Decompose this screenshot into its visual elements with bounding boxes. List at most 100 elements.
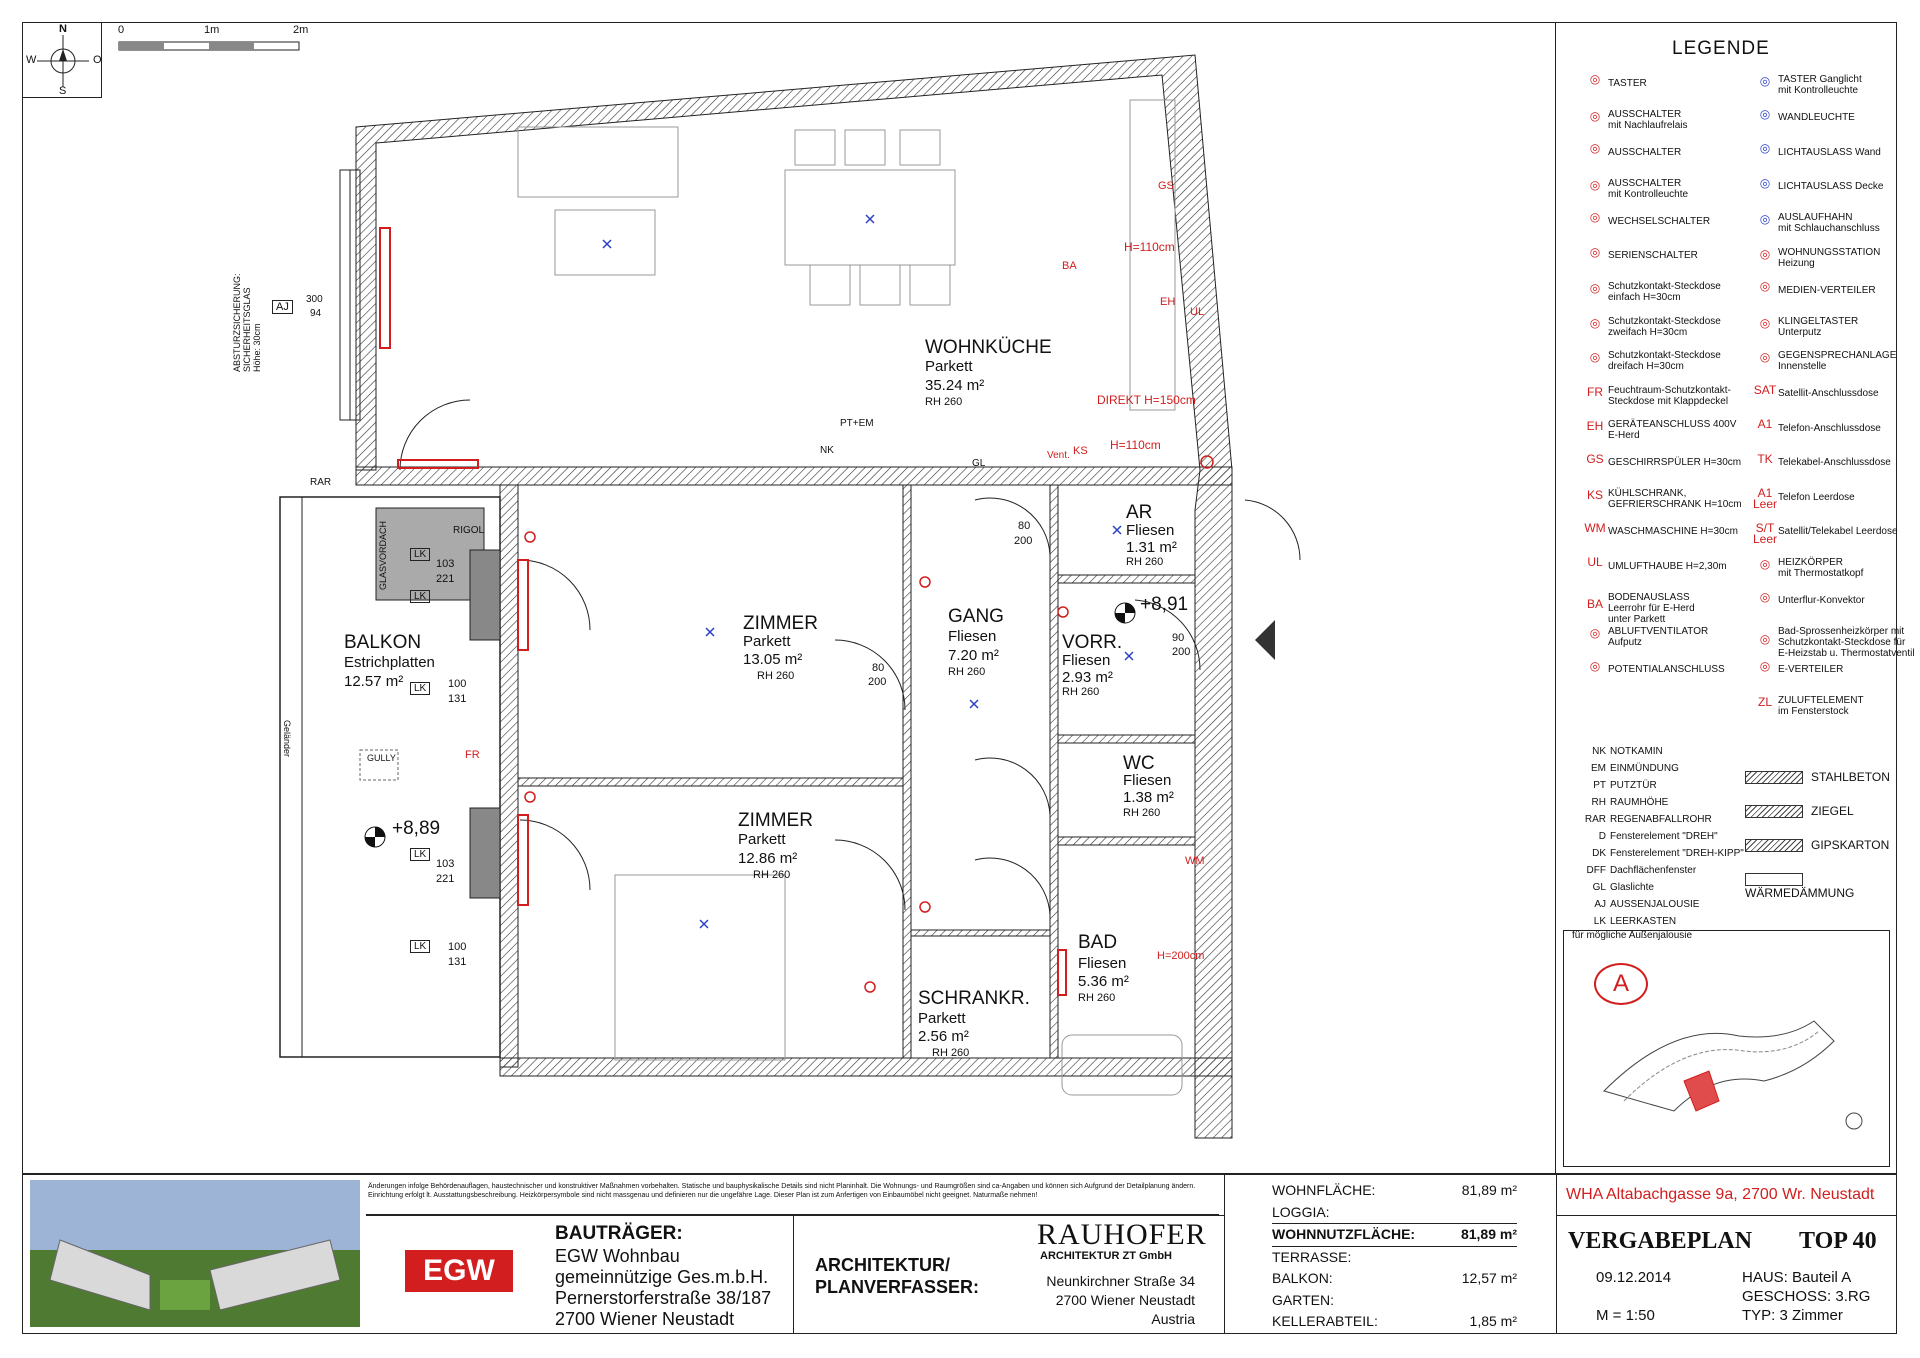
lichtauslass-wand-icon: ◎	[1759, 141, 1771, 155]
wall-ar-bottom	[1057, 574, 1196, 584]
legend-item-label: Bad-Sprossenheizkörper mit Schutzkontakt…	[1778, 626, 1915, 659]
legend-item: ◎ LICHTAUSLASS Wand	[1752, 141, 1881, 161]
wall-schrank-top	[910, 929, 1051, 937]
legend-item: ◎SERIENSCHALTER	[1582, 246, 1698, 265]
bathtub	[1061, 1034, 1183, 1096]
wm-icon: WM	[1584, 520, 1606, 535]
architect-address-line: 2700 Wiener Neustadt	[1055, 1292, 1195, 1308]
room-gang-rh: RH 260	[948, 666, 986, 678]
plan-frame	[22, 22, 1556, 1174]
material-item: ZIEGEL	[1745, 804, 1854, 819]
door-h-2: 221	[436, 873, 455, 885]
legend-item: ◎MEDIEN-VERTEILER	[1752, 280, 1876, 299]
abbreviation-value: Fensterelement "DREH-KIPP"	[1610, 848, 1744, 859]
room-balkon-floor: Estrichplatten	[344, 654, 435, 671]
ausschalter-kontroll-icon: ◎	[1589, 177, 1601, 192]
legend-item-label: Telefon-Anschlussdose	[1778, 422, 1881, 434]
absturz-label: ABSTURZSICHERUNG: SICHERHEITSGLAS Höhe: …	[232, 273, 262, 372]
abbreviation-key: RH	[1591, 797, 1606, 808]
scale-tick-1: 1m	[204, 24, 220, 36]
room-bad-rh: RH 260	[1078, 992, 1116, 1004]
wall-zimmer-divider	[517, 777, 904, 787]
room-ar-name: AR	[1126, 502, 1153, 523]
area-label: GARTEN:	[1272, 1291, 1334, 1308]
abbreviation-key: AJ	[1594, 899, 1606, 910]
keyplan-label: A	[1594, 963, 1648, 1005]
area-row: WOHNNUTZFLÄCHE:81,89 m²	[1272, 1223, 1517, 1247]
wall-south	[499, 1057, 1233, 1077]
ba-icon: BA	[1586, 597, 1603, 611]
lk-box-3: LK	[410, 682, 431, 695]
abluft-icon: ◎	[1589, 626, 1601, 640]
material-label: WÄRMEDÄMMUNG	[1745, 886, 1855, 901]
legend-item-label: Schutzkontakt-Steckdose zweifach H=30cm	[1608, 315, 1721, 338]
legend-item-label: LICHTAUSLASS Decke	[1778, 181, 1884, 192]
abbreviation-key: EM	[1591, 763, 1606, 774]
lk-box-2: LK	[410, 590, 431, 603]
area-row: KELLERABTEIL:1,85 m²	[1272, 1311, 1517, 1333]
abbreviation-key: DK	[1592, 848, 1606, 859]
wall-wc-bottom	[1057, 836, 1196, 846]
material-label: STAHLBETON	[1811, 770, 1890, 784]
material-label: GIPSKARTON	[1811, 838, 1890, 852]
sat-leer-icon: S/T Leer	[1752, 520, 1778, 546]
room-vorr-name: VORR.	[1062, 632, 1123, 653]
footer-divider-2	[1556, 1174, 1557, 1334]
legend-item: ◎GEGENSPRECHANLAGE Innenstelle	[1752, 350, 1897, 372]
plan-date: 09.12.2014	[1596, 1269, 1672, 1286]
room-wohnkueche-floor: Parkett	[925, 358, 973, 375]
legend-item-label: Telefon Leerdose	[1778, 491, 1855, 503]
room-wc-name: WC	[1123, 753, 1155, 774]
gs-label: GS	[1158, 180, 1174, 192]
room-ar-area: 1.31 m²	[1126, 539, 1177, 556]
material-swatch-icon	[1745, 873, 1803, 887]
legend-item: ◎WANDLEUCHTE	[1752, 108, 1855, 127]
area-label: TERRASSE:	[1272, 1248, 1352, 1265]
legend-item-label: KÜHLSCHRANK, GEFRIERSCHRANK H=10cm	[1608, 488, 1742, 510]
bed	[614, 874, 786, 1061]
room-ar-rh: RH 260	[1126, 556, 1164, 568]
building-render	[30, 1180, 360, 1327]
legend-item-label: LICHTAUSLASS Wand	[1778, 146, 1881, 158]
compass-o: O	[93, 54, 102, 66]
room-zimmer1-area: 13.05 m²	[743, 651, 803, 668]
legend-item-label: WOHNUNGSSTATION Heizung	[1778, 246, 1881, 269]
klingeltaster-icon: ◎	[1759, 315, 1771, 330]
door-dim-80: 80	[872, 662, 885, 674]
abbreviation-key: DFF	[1586, 865, 1606, 876]
room-zimmer2-name: ZIMMER	[738, 810, 813, 831]
aj-height: 94	[310, 308, 322, 319]
h200-bad: H=200cm	[1157, 950, 1205, 962]
sheet-frame	[22, 22, 1897, 1174]
abbreviation-value: Fensterelement "DREH"	[1610, 831, 1718, 842]
window-w-2: 100	[448, 941, 467, 953]
room-balkon-area: 12.57 m²	[344, 673, 404, 690]
footer-divider-3	[1556, 1215, 1896, 1216]
lk-box-1: LK	[410, 548, 431, 561]
area-row: LOGGIA:	[1272, 1202, 1517, 1224]
ul-icon: UL	[1587, 555, 1603, 569]
lk-box-5: LK	[410, 940, 431, 953]
gully	[359, 749, 399, 781]
fr-icon: FR	[1587, 384, 1603, 399]
door-dim-200-3: 200	[1172, 646, 1191, 658]
bautraeger-line: 2700 Wiener Neustadt	[555, 1309, 735, 1329]
room-zimmer2-floor: Parkett	[738, 831, 786, 848]
legend-item-label: WECHSELSCHALTER	[1608, 215, 1711, 227]
scale-tick-2: 2m	[293, 24, 309, 36]
architektur-label: ARCHITEKTUR/	[815, 1255, 950, 1275]
room-zimmer2-rh: RH 260	[753, 869, 791, 881]
legend-item: ◎Schutzkontakt-Steckdose zweifach H=30cm	[1582, 316, 1721, 338]
area-label: KELLERABTEIL:	[1272, 1313, 1378, 1329]
abbreviation-key: D	[1598, 831, 1606, 842]
scale-tick-0: 0	[118, 24, 125, 36]
room-zimmer2-area: 12.86 m²	[738, 850, 798, 867]
legend-item: ◎Unterflur-Konvektor	[1752, 591, 1865, 610]
legend-item: ◎WOHNUNGSSTATION Heizung	[1752, 246, 1881, 269]
legend-item-label: BODENAUSLASS Leerrohr für E-Herd unter P…	[1608, 591, 1695, 625]
